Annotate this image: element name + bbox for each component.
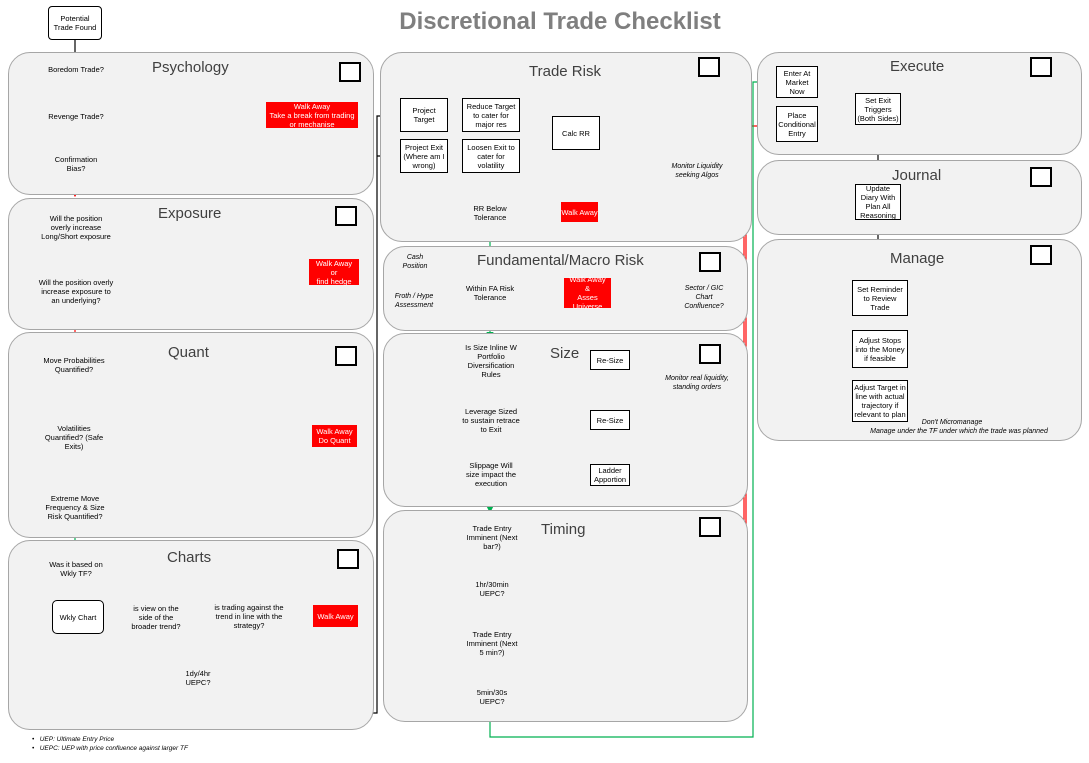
- section-title-timing: Timing: [541, 521, 586, 538]
- adjust-stops-node: Adjust Stops into the Money if feasible: [852, 330, 908, 368]
- start-node: Potential Trade Found: [48, 6, 102, 40]
- walk-away-charts: Walk Away: [313, 605, 358, 627]
- ladder-apportion-node: Ladder Apportion: [590, 464, 630, 486]
- section-title-trade-risk: Trade Risk: [529, 63, 601, 80]
- update-diary-node: Update Diary With Plan All Reasoning: [855, 184, 901, 220]
- checkbox-exposure[interactable]: [335, 206, 357, 226]
- legend-uepc-text: UEPC: UEP with price confluence against …: [39, 745, 188, 752]
- walk-away-fundamental: Walk Away & Asses Universe: [564, 275, 611, 311]
- set-exit-triggers-node: Set Exit Triggers (Both Sides): [855, 93, 901, 125]
- section-title-exposure: Exposure: [158, 205, 222, 222]
- decision-size-diversification: Is Size Inline W Portfolio Diversificati…: [465, 343, 517, 379]
- checkbox-trade-risk[interactable]: [698, 57, 720, 77]
- walk-away-exposure: Walk Away or find hedge: [309, 259, 359, 286]
- decision-exposure-long-short: Will the position overly increase Long/S…: [41, 213, 111, 241]
- decision-1dy-4hr-uepc: 1dy/4hr UEPC?: [185, 669, 211, 687]
- resize-node-1: Re-Size: [590, 350, 630, 370]
- note-cash-position: Cash Position: [402, 254, 428, 270]
- section-title-fundamental: Fundamental/Macro Risk: [477, 252, 644, 269]
- panel-timing: [383, 510, 748, 722]
- section-title-size: Size: [550, 345, 580, 362]
- legend-uepc: • UEPC: UEP with price confluence agains…: [32, 745, 188, 752]
- note-manage-tf: Manage under the TF under which the trad…: [870, 428, 1048, 435]
- panel-size: [383, 333, 748, 507]
- section-title-journal: Journal: [892, 167, 942, 184]
- decision-exposure-underlying: Will the position overly increase exposu…: [38, 277, 114, 305]
- decision-rr-below-tolerance: RR Below Tolerance: [473, 204, 507, 222]
- decision-fa-risk: Within FA Risk Tolerance: [465, 284, 515, 302]
- place-conditional-node: Place Conditional Entry: [776, 106, 818, 142]
- note-froth-hype: Froth / Hype Assessment: [394, 293, 434, 309]
- checkbox-size[interactable]: [699, 344, 721, 364]
- project-exit-node: Project Exit (Where am I wrong): [400, 139, 448, 173]
- decision-revenge: Revenge Trade?: [48, 111, 104, 121]
- calc-rr-node: Calc RR: [552, 116, 600, 150]
- walk-away-trade-risk: Walk Away: [561, 202, 598, 222]
- set-reminder-node: Set Reminder to Review Trade: [852, 280, 908, 316]
- decision-volatilities: Volatilities Quantified? (Safe Exits): [44, 423, 104, 451]
- decision-broader-trend: is view on the side of the broader trend…: [131, 603, 181, 631]
- checkbox-quant[interactable]: [335, 346, 357, 366]
- checkbox-journal[interactable]: [1030, 167, 1052, 187]
- decision-confirmation: Confirmation Bias?: [54, 155, 98, 173]
- walk-away-quant: Walk Away Do Quant: [312, 425, 357, 447]
- legend-uep-text: UEP: Ultimate Entry Price: [39, 736, 115, 743]
- decision-entry-next-bar: Trade Entry Imminent (Next bar?): [466, 523, 518, 551]
- decision-boredom: Boredom Trade?: [48, 64, 104, 74]
- legend-uep: • UEP: Ultimate Entry Price: [32, 736, 115, 743]
- section-title-charts: Charts: [167, 549, 212, 566]
- decision-move-probabilities: Move Probabilities Quantified?: [43, 356, 105, 374]
- decision-against-trend: is trading against the trend in line wit…: [214, 602, 284, 630]
- adjust-target-node: Adjust Target in line with actual trajec…: [852, 380, 908, 422]
- section-title-execute: Execute: [890, 58, 945, 75]
- resize-node-2: Re-Size: [590, 410, 630, 430]
- decision-extreme-move: Extreme Move Frequency & Size Risk Quant…: [45, 493, 105, 521]
- note-real-liquidity: Monitor real liquidity, standing orders: [665, 375, 729, 391]
- project-target-node: Project Target: [400, 98, 448, 132]
- checkbox-psychology[interactable]: [339, 62, 361, 82]
- checkbox-manage[interactable]: [1030, 245, 1052, 265]
- section-title-psychology: Psychology: [152, 59, 229, 76]
- panel-manage: [757, 239, 1082, 441]
- decision-entry-next-5-min: Trade Entry Imminent (Next 5 min?): [466, 629, 518, 657]
- note-liquidity-algos: Monitor Liquidity seeking Algos: [671, 163, 723, 179]
- section-title-manage: Manage: [890, 250, 945, 267]
- decision-1hr-30min-uepc: 1hr/30min UEPC?: [475, 580, 509, 598]
- loosen-exit-node: Loosen Exit to cater for volatility: [462, 139, 520, 173]
- page-title: Discretional Trade Checklist: [399, 8, 721, 35]
- panel-charts: [8, 540, 374, 730]
- decision-slippage: Slippage Will size impact the execution: [465, 460, 517, 488]
- checkbox-fundamental[interactable]: [699, 252, 721, 272]
- weekly-chart-node: Wkly Chart: [52, 600, 104, 634]
- panel-fundamental: [383, 246, 748, 331]
- checkbox-charts[interactable]: [337, 549, 359, 569]
- decision-leverage: Leverage Sized to sustain retrace to Exi…: [462, 406, 520, 434]
- panel-journal: [757, 160, 1082, 235]
- decision-5min-30s-uepc: 5min/30s UEPC?: [476, 688, 508, 706]
- checkbox-timing[interactable]: [699, 517, 721, 537]
- walk-away-psychology: Walk Away Take a break from trading or m…: [266, 102, 358, 129]
- reduce-target-node: Reduce Target to cater for major res: [462, 98, 520, 132]
- section-title-quant: Quant: [168, 344, 209, 361]
- checkbox-execute[interactable]: [1030, 57, 1052, 77]
- note-sector-gic: Sector / GIC Chart Confluence?: [684, 285, 724, 310]
- decision-weekly-tf: Was it based on Wkly TF?: [49, 560, 103, 578]
- note-dont-micromanage: Don't Micromanage: [921, 419, 983, 426]
- enter-at-market-node: Enter At Market Now: [776, 66, 818, 98]
